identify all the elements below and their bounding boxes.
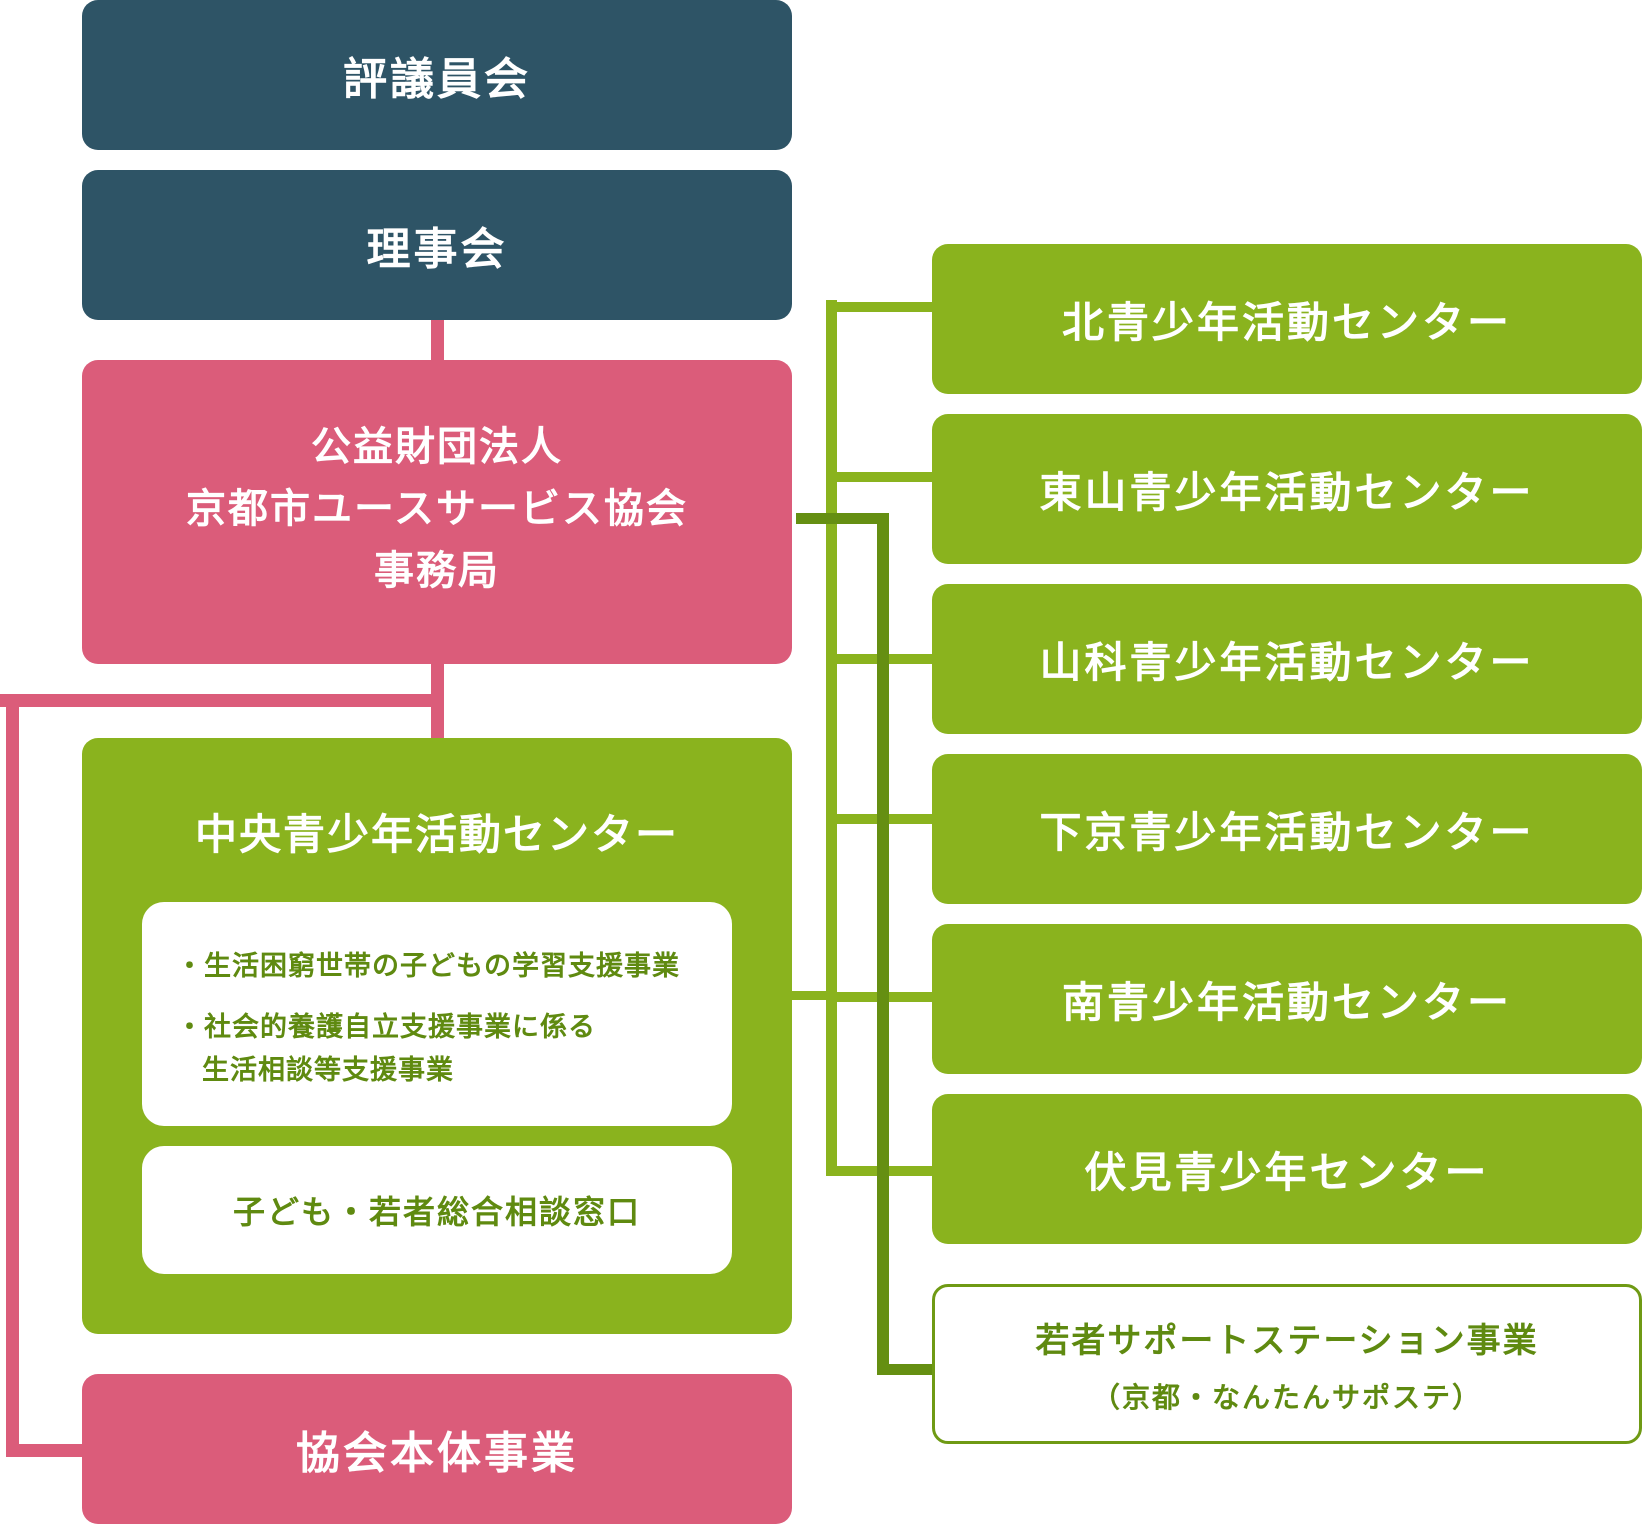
regional-center-yamashina: 山科青少年活動センター xyxy=(932,584,1642,734)
board-label: 理事会 xyxy=(366,224,508,275)
central-center-title: 中央青少年活動センター xyxy=(194,810,679,859)
secretariat-to-support-line-h xyxy=(796,513,889,524)
regional-center-shimogyo: 下京青少年活動センター xyxy=(932,754,1642,904)
regional-center-label: 山科青少年活動センター xyxy=(1039,637,1535,687)
regional-center-label: 北青少年活動センター xyxy=(1061,297,1512,347)
regional-center-label: 南青少年活動センター xyxy=(1061,977,1512,1027)
board-box: 理事会 xyxy=(82,170,792,320)
branch-line-higashiyama xyxy=(826,472,934,482)
regional-center-label: 下京青少年活動センター xyxy=(1039,807,1535,857)
regional-center-label: 伏見青少年センター xyxy=(1084,1147,1490,1197)
consultation-window-panel: 子ども・若者総合相談窓口 xyxy=(142,1146,732,1274)
pink-branch-to-business-line xyxy=(6,1444,84,1457)
support-station-subtitle: （京都・なんたんサポステ） xyxy=(1091,1380,1482,1414)
branch-line-north xyxy=(826,302,934,312)
councilors-label: 評議員会 xyxy=(343,54,531,105)
regional-center-fushimi: 伏見青少年センター xyxy=(932,1094,1642,1244)
secretariat-line-3: 事務局 xyxy=(374,548,500,594)
central-programs-panel: ・生活困窮世帯の子どもの学習支援事業 ・社会的養護自立支援事業に係る 生活相談等… xyxy=(142,902,732,1126)
support-station-title: 若者サポートステーション事業 xyxy=(1035,1320,1539,1361)
central-center-box: 中央青少年活動センター ・生活困窮世帯の子どもの学習支援事業 ・社会的養護自立支… xyxy=(82,738,792,1334)
secretariat-title: 公益財団法人 京都市ユースサービス協会 事務局 xyxy=(186,416,688,602)
secretariat-line-1: 公益財団法人 xyxy=(311,424,563,470)
program-item-independence-support: ・社会的養護自立支援事業に係る xyxy=(176,1012,596,1043)
pink-branch-horizontal-line xyxy=(0,694,444,707)
regional-center-minami: 南青少年活動センター xyxy=(932,924,1642,1074)
program-item-independence-support-cont: 生活相談等支援事業 xyxy=(202,1055,454,1086)
pink-branch-vertical-line xyxy=(6,694,19,1457)
association-business-box: 協会本体事業 xyxy=(82,1374,792,1524)
central-to-regional-line xyxy=(790,991,835,1000)
consultation-window-label: 子ども・若者総合相談窓口 xyxy=(232,1193,641,1231)
program-item-study-support: ・生活困窮世帯の子どもの学習支援事業 xyxy=(176,951,680,982)
secretariat-box: 公益財団法人 京都市ユースサービス協会 事務局 xyxy=(82,360,792,664)
support-station-text: 若者サポートステーション事業 （京都・なんたんサポステ） xyxy=(1035,1313,1538,1416)
councilors-box: 評議員会 xyxy=(82,0,792,150)
association-business-label: 協会本体事業 xyxy=(296,1428,578,1479)
board-to-secretariat-line xyxy=(431,318,444,362)
secretariat-line-2: 京都市ユースサービス協会 xyxy=(186,486,688,532)
regional-bus-line xyxy=(826,300,837,1176)
support-station-box: 若者サポートステーション事業 （京都・なんたんサポステ） xyxy=(932,1284,1642,1444)
support-branch-line xyxy=(877,1364,934,1375)
regional-center-label: 東山青少年活動センター xyxy=(1039,467,1535,517)
regional-center-higashiyama: 東山青少年活動センター xyxy=(932,414,1642,564)
regional-center-north: 北青少年活動センター xyxy=(932,244,1642,394)
secretariat-to-support-line-v xyxy=(877,513,889,1375)
